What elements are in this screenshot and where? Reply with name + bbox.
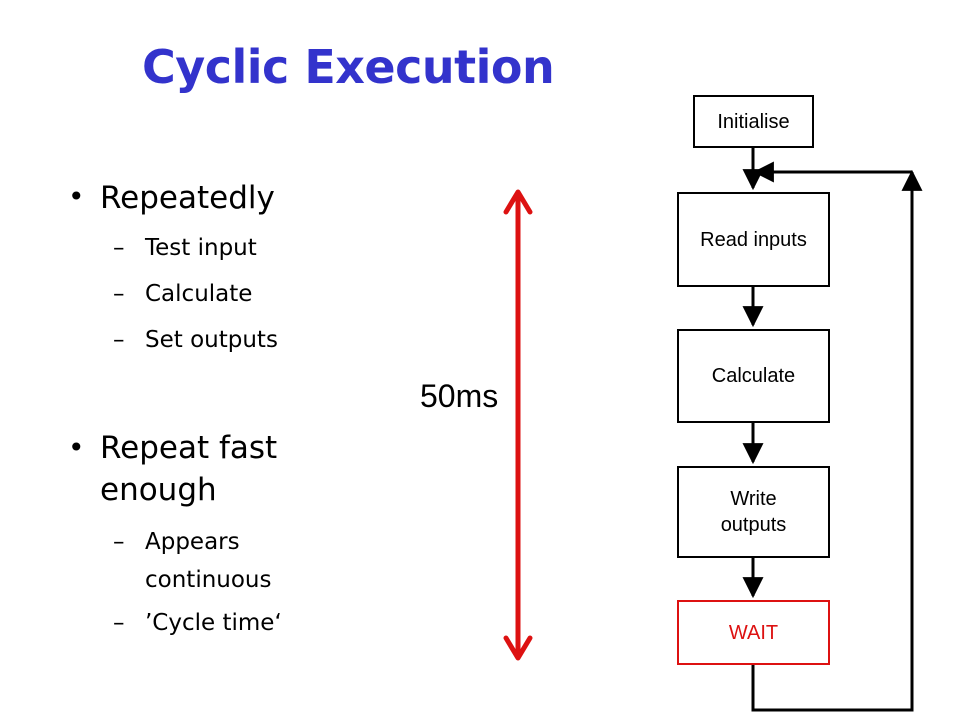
- sub-bullet-text: Set outputs: [145, 327, 278, 353]
- cycle-duration-label: 50ms: [420, 378, 499, 414]
- sub-bullet-text: Test input: [145, 235, 257, 261]
- sub-bullet-marker: –: [113, 235, 125, 261]
- sub-bullet-text: Appears continuous: [145, 529, 272, 593]
- sub-bullet-item: – Test input: [113, 235, 257, 261]
- bullet-text: Repeat fast enough: [100, 430, 278, 508]
- sub-bullet-marker: –: [113, 610, 125, 636]
- bullet-marker: •: [68, 431, 85, 464]
- loop-back-arrow: [751, 169, 923, 712]
- bullet-marker: •: [68, 180, 85, 213]
- cycle-time-arrow: [503, 189, 533, 661]
- step-initialise-box: Initialise: [693, 95, 814, 148]
- sub-bullet-text: ’Cycle time‘: [145, 610, 282, 636]
- slide-title: Cyclic Execution: [142, 40, 555, 94]
- sub-bullet-item: – Appears continuous: [113, 523, 345, 599]
- sub-bullet-marker: –: [113, 529, 125, 555]
- step-wait-box: WAIT: [677, 600, 830, 665]
- step-calculate-box: Calculate: [677, 329, 830, 423]
- step-write-outputs-box: Write outputs: [677, 466, 830, 558]
- sub-bullet-item: – Calculate: [113, 281, 253, 307]
- bullet-item: • Repeat fast enough: [68, 427, 350, 511]
- step-read-inputs-box: Read inputs: [677, 192, 830, 287]
- sub-bullet-item: – ’Cycle time‘: [113, 610, 282, 636]
- sub-bullet-marker: –: [113, 281, 125, 307]
- bullet-text: Repeatedly: [100, 180, 275, 216]
- bullet-item: • Repeatedly: [68, 180, 275, 216]
- sub-bullet-item: – Set outputs: [113, 327, 278, 353]
- sub-bullet-text: Calculate: [145, 281, 253, 307]
- sub-bullet-marker: –: [113, 327, 125, 353]
